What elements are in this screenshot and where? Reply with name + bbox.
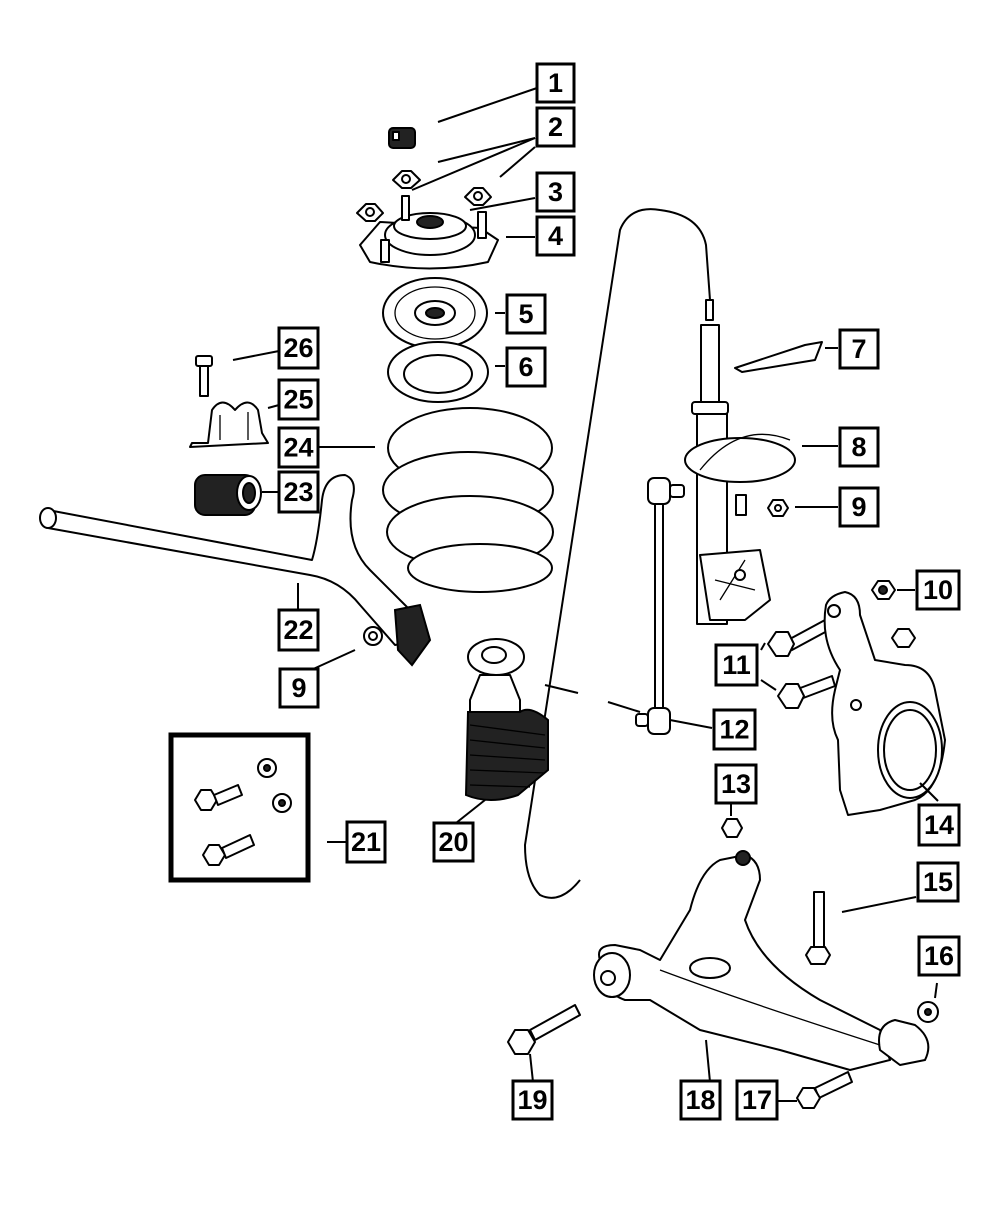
callout-17-label: 17 xyxy=(742,1085,772,1115)
callout-14[interactable]: 14 xyxy=(917,803,961,847)
dust-boot-illustration xyxy=(464,638,549,801)
callout-26[interactable]: 26 xyxy=(277,326,320,370)
callout-9-left[interactable]: 9 xyxy=(278,667,320,709)
callout-20-label: 20 xyxy=(438,827,468,857)
callout-7-label: 7 xyxy=(851,334,866,364)
lower-spring-seat-illustration xyxy=(684,433,796,483)
callout-2-label: 2 xyxy=(548,112,563,142)
callout-20[interactable]: 20 xyxy=(432,821,475,863)
callout-24[interactable]: 24 xyxy=(277,426,320,469)
knuckle-bolts-illustration xyxy=(767,619,836,709)
callout-13-label: 13 xyxy=(721,769,751,799)
callout-15[interactable]: 15 xyxy=(916,861,960,903)
callout-3[interactable]: 3 xyxy=(535,171,576,213)
callout-9-left-label: 9 xyxy=(291,673,306,703)
strut-top-nut-illustration xyxy=(388,127,416,149)
nut-16-illustration xyxy=(917,1001,939,1023)
coil-spring-illustration xyxy=(382,407,554,593)
leader-lines xyxy=(232,87,939,1102)
nut-left-illustration xyxy=(363,626,383,646)
stabilizer-bar-illustration xyxy=(39,474,432,667)
callout-1[interactable]: 1 xyxy=(535,62,576,104)
callout-19[interactable]: 19 xyxy=(511,1079,554,1121)
callout-12[interactable]: 12 xyxy=(712,708,757,751)
hardware-kit-illustration xyxy=(168,732,311,883)
callout-21[interactable]: 21 xyxy=(345,820,387,864)
callout-22[interactable]: 22 xyxy=(277,608,320,652)
nut-knuckle-illustration xyxy=(891,628,916,648)
callout-16[interactable]: 16 xyxy=(917,935,961,977)
callout-10[interactable]: 10 xyxy=(915,569,961,611)
callout-8-label: 8 xyxy=(851,432,866,462)
callout-21-label: 21 xyxy=(351,827,381,857)
callout-4-label: 4 xyxy=(548,221,563,251)
callout-10-label: 10 xyxy=(923,575,953,605)
lower-control-arm-illustration xyxy=(593,850,930,1071)
callout-13[interactable]: 13 xyxy=(714,763,758,805)
nut-10-illustration xyxy=(871,580,896,600)
steering-knuckle-illustration xyxy=(823,591,946,816)
ball-joint-nut-illustration xyxy=(721,818,743,838)
callout-1-label: 1 xyxy=(548,68,563,98)
callout-4[interactable]: 4 xyxy=(535,215,576,257)
strut-mount-illustration xyxy=(359,195,499,270)
bushing-clamp-illustration xyxy=(189,401,269,448)
callout-6-label: 6 xyxy=(518,352,533,382)
callout-16-label: 16 xyxy=(924,941,954,971)
callout-3-label: 3 xyxy=(548,177,563,207)
callout-9-right-label: 9 xyxy=(851,492,866,522)
callout-9-right[interactable]: 9 xyxy=(838,486,880,528)
upper-spring-seat-illustration xyxy=(382,277,488,349)
callout-6[interactable]: 6 xyxy=(505,346,547,388)
callout-22-label: 22 xyxy=(283,615,313,645)
brake-hose-line xyxy=(523,208,711,899)
callout-23-label: 23 xyxy=(283,477,313,507)
mount-nuts-illustration xyxy=(356,170,492,222)
callout-18[interactable]: 18 xyxy=(679,1079,722,1121)
callout-25-label: 25 xyxy=(283,385,313,415)
callout-14-label: 14 xyxy=(924,810,954,840)
bolt-17-illustration xyxy=(796,1071,853,1109)
callout-8[interactable]: 8 xyxy=(838,426,880,468)
bolt-15-illustration xyxy=(805,891,831,965)
callout-24-label: 24 xyxy=(283,433,313,463)
stabilizer-link-illustration xyxy=(635,477,685,735)
callout-5-label: 5 xyxy=(518,299,533,329)
nut-right-illustration xyxy=(767,499,789,517)
callout-25[interactable]: 25 xyxy=(277,378,320,421)
stabilizer-bushing-illustration xyxy=(194,474,262,516)
callout-26-label: 26 xyxy=(283,333,313,363)
callout-17[interactable]: 17 xyxy=(735,1079,779,1121)
callout-11[interactable]: 11 xyxy=(714,643,759,687)
callout-18-label: 18 xyxy=(685,1085,715,1115)
callout-12-label: 12 xyxy=(719,715,749,745)
callout-7[interactable]: 7 xyxy=(838,328,880,370)
callout-19-label: 19 xyxy=(517,1085,547,1115)
bolt-26-illustration xyxy=(195,355,213,397)
spring-isolator-illustration xyxy=(387,341,489,403)
callout-23[interactable]: 23 xyxy=(277,470,320,514)
callout-15-label: 15 xyxy=(923,867,953,897)
callout-5[interactable]: 5 xyxy=(505,293,547,335)
bolt-19-illustration xyxy=(507,1004,581,1055)
callout-11-label: 11 xyxy=(722,650,751,680)
bracket-illustration xyxy=(734,341,823,373)
callout-2[interactable]: 2 xyxy=(535,106,576,148)
